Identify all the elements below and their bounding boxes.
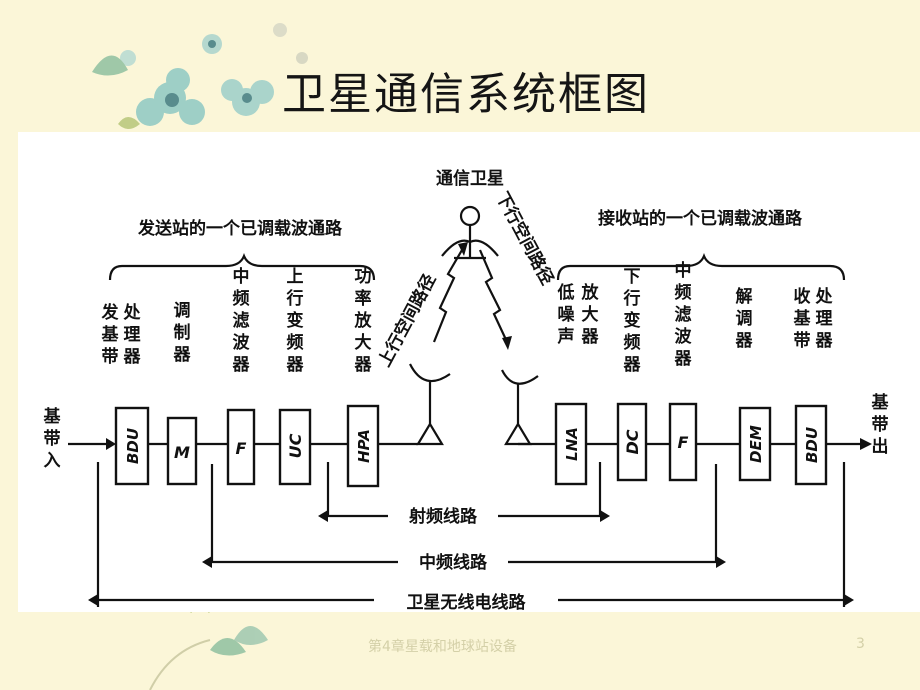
tx-block-m: M — [166, 416, 198, 486]
tx-bdu-id: BDU — [124, 428, 142, 464]
baseband-in-label: 基带入 — [43, 406, 62, 471]
rx-block-descriptions: 低噪声放大器 下行变频器 中频滤波器 解调器 收基带处理器 — [557, 260, 834, 375]
rx-f-id: F — [678, 433, 689, 452]
satellite-label: 通信卫星 — [436, 168, 504, 189]
downlink-path-label: 下行空间路径 — [492, 188, 558, 288]
rx-dem-label: 解调器 — [735, 286, 754, 351]
rx-block-f: F — [668, 402, 698, 482]
rx-block-dc: DC — [616, 402, 648, 482]
baseband-out-label: 基带出 — [871, 392, 890, 457]
tx-block-hpa: HPA — [346, 404, 380, 488]
tx-block-uc: UC — [278, 408, 312, 486]
tx-uc-id: UC — [286, 433, 305, 458]
diagram-panel: BDU M F UC HPA LNA DC F — [18, 132, 920, 612]
baseband-io-labels: 基带入 基带出 — [43, 392, 890, 471]
satellite-system-diagram: BDU M F UC HPA LNA DC F — [43, 168, 890, 612]
slide-footer: 第4章星载和地球站设备 — [368, 639, 517, 655]
rx-group-label: 接收站的一个已调载波通路 — [598, 208, 803, 229]
rf-link-label: 射频线路 — [408, 506, 478, 527]
tx-bdu-label: 发基带处理器 — [101, 302, 142, 367]
rx-block-lna: LNA — [554, 402, 588, 486]
rx-block-dem: DEM — [738, 406, 772, 482]
tx-hpa-label: 功率放大器 — [354, 267, 373, 375]
rx-dem-id: DEM — [747, 425, 765, 463]
rx-bdu-id: BDU — [803, 427, 821, 463]
slide-title: 卫星通信系统框图 — [282, 69, 650, 120]
uplink-path-label: 上行空间路径 — [374, 270, 440, 370]
tx-hpa-id: HPA — [355, 429, 373, 463]
tx-block-bdu: BDU — [114, 406, 150, 486]
tx-block-f: F — [226, 408, 256, 486]
rx-lna-id: LNA — [563, 427, 581, 461]
uplink-text: 上行空间路径 — [374, 270, 440, 370]
tx-m-id: M — [174, 443, 190, 462]
rx-f-label: 中频滤波器 — [674, 260, 693, 369]
tx-uc-label: 上行变频器 — [286, 267, 305, 375]
tx-block-descriptions: 发基带处理器 调制器 中频滤波器 上行变频器 功率放大器 — [101, 266, 373, 375]
page-number: 3 — [856, 636, 865, 652]
tx-f-id: F — [236, 439, 247, 458]
tx-group-label: 发送站的一个已调载波通路 — [137, 218, 343, 239]
rx-bdu-label: 收基带处理器 — [793, 286, 834, 351]
tx-f-label: 中频滤波器 — [232, 266, 251, 375]
sat-link-label: 卫星无线电线路 — [407, 592, 527, 612]
if-link-label: 中频线路 — [419, 552, 488, 573]
tx-m-label: 调制器 — [173, 301, 192, 365]
rx-block-bdu: BDU — [794, 404, 828, 486]
rx-dc-id: DC — [623, 429, 642, 454]
rx-lna-label: 低噪声放大器 — [557, 282, 600, 347]
rx-dc-label: 下行变频器 — [623, 267, 642, 375]
downlink-text: 下行空间路径 — [492, 188, 558, 288]
